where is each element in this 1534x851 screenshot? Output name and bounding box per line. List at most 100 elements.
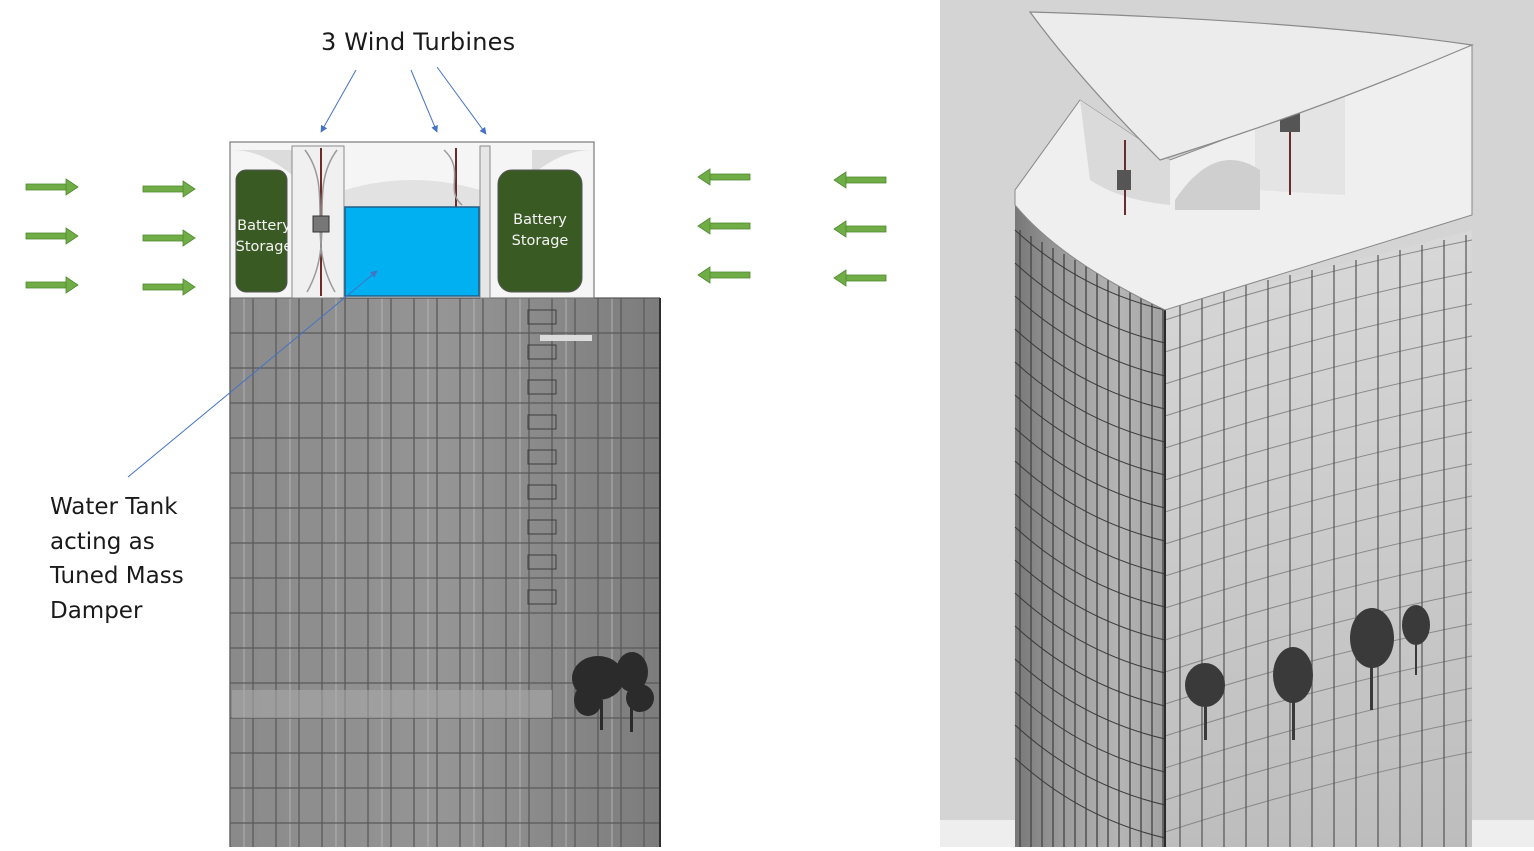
curved-floor-line xyxy=(1014,262,1166,344)
curved-floor-line xyxy=(1014,625,1166,707)
tower-perspective xyxy=(940,0,1534,847)
wind-arrow-head xyxy=(697,266,711,284)
tower-curved-face xyxy=(1015,205,1165,847)
wind-arrow-left xyxy=(833,220,887,238)
wind-arrow-shaft xyxy=(142,234,186,242)
battery-storage-left xyxy=(235,169,288,293)
tank-label-line-1: Water Tank xyxy=(50,494,178,520)
balcony-railing xyxy=(527,484,557,500)
balcony-railing xyxy=(527,344,557,360)
tower-section-face xyxy=(1165,230,1472,847)
section-floor-slab xyxy=(1164,271,1473,353)
wind-arrow-head xyxy=(182,180,196,198)
wind-arrows xyxy=(25,168,887,296)
wind-arrow-shaft xyxy=(843,176,887,184)
tank-label-line-2: acting as xyxy=(50,528,155,555)
wind-arrow-head xyxy=(65,276,79,294)
wind-arrow-head xyxy=(182,278,196,296)
curved-floor-line xyxy=(1014,658,1166,740)
water-tank xyxy=(344,206,480,297)
balcony-railing xyxy=(527,449,557,465)
curved-floor-line xyxy=(1014,394,1166,476)
curved-floor-line xyxy=(1014,559,1166,641)
roof-arch-left xyxy=(232,150,292,175)
roof-arch-right xyxy=(532,150,592,175)
battery-right-line-2: Storage xyxy=(511,233,569,249)
wind-arrow-head xyxy=(833,269,847,287)
wind-arrow-shaft xyxy=(843,274,887,282)
wind-arrow-right xyxy=(25,276,79,294)
section-floor-slab xyxy=(1164,591,1473,673)
battery-left-line-1: Battery xyxy=(237,218,291,234)
turbine-middle xyxy=(443,148,463,210)
section-floor-slab xyxy=(1164,719,1473,801)
wind-arrow-left xyxy=(697,217,751,235)
turbine-generator-left xyxy=(1117,170,1131,190)
curved-floor-line xyxy=(1014,460,1166,542)
curved-floor-line xyxy=(1014,427,1166,509)
curved-floor-line xyxy=(1014,229,1166,311)
balcony-railing xyxy=(527,589,557,605)
facade-band xyxy=(232,690,552,718)
wind-arrow-head xyxy=(833,171,847,189)
curved-floor-line xyxy=(1014,526,1166,608)
wind-arrow-shaft xyxy=(707,271,751,279)
facade-grid xyxy=(229,297,661,847)
wind-arrow-left xyxy=(833,269,887,287)
wind-arrow-head xyxy=(697,217,711,235)
wind-arrow-shaft xyxy=(843,225,887,233)
tree-cluster-left xyxy=(572,652,654,732)
section-floor-slab xyxy=(1164,559,1473,641)
balcony-railing xyxy=(527,309,557,325)
balcony-railing xyxy=(527,519,557,535)
wind-arrow-left xyxy=(833,171,887,189)
wind-arrow-shaft xyxy=(142,185,186,193)
wind-arrow-right xyxy=(142,229,196,247)
wind-arrow-right xyxy=(142,278,196,296)
glass-facade xyxy=(230,298,660,847)
battery-storage-right-label: Battery Storage xyxy=(500,210,580,252)
section-floor-slab xyxy=(1164,687,1473,769)
section-floor-slab xyxy=(1164,239,1473,321)
wind-arrow-head xyxy=(697,168,711,186)
roof-slab xyxy=(1028,11,1475,161)
curved-floor-line xyxy=(1014,757,1166,839)
wind-arrow-shaft xyxy=(25,183,69,191)
wind-arrow-head xyxy=(65,178,79,196)
wind-arrow-right xyxy=(142,180,196,198)
section-floor-slab xyxy=(1164,335,1473,417)
callout-turbine-right xyxy=(436,66,487,135)
turbine-right xyxy=(479,145,491,299)
curved-floor-line xyxy=(1014,691,1166,773)
section-floor-slab xyxy=(1164,303,1473,385)
battery-storage-right xyxy=(497,169,583,293)
balcony-detail xyxy=(540,335,592,341)
section-floor-slab xyxy=(1164,527,1473,609)
wind-arrow-shaft xyxy=(142,283,186,291)
battery-right-line-1: Battery xyxy=(513,212,567,228)
section-floor-slab xyxy=(1164,751,1473,833)
curved-floor-line xyxy=(1014,592,1166,674)
wind-arrow-head xyxy=(182,229,196,247)
water-tank-label: Water Tank acting as Tuned Mass Damper xyxy=(50,490,250,628)
rooftop-dome xyxy=(345,180,480,210)
balcony-railing xyxy=(527,379,557,395)
balcony-railing xyxy=(527,554,557,570)
tank-label-line-3: Tuned Mass xyxy=(50,563,184,589)
perspective-grid xyxy=(1014,229,1473,847)
curved-floor-line xyxy=(1014,328,1166,410)
wind-arrow-shaft xyxy=(707,222,751,230)
wind-arrow-left xyxy=(697,168,751,186)
callout-turbine-left xyxy=(320,69,357,133)
wind-turbines-label: 3 Wind Turbines xyxy=(321,28,516,56)
wind-arrow-head xyxy=(65,227,79,245)
tree-cluster-right xyxy=(1185,605,1430,740)
tank-label-line-4: Damper xyxy=(50,597,143,624)
wind-arrow-shaft xyxy=(25,232,69,240)
wind-arrow-shaft xyxy=(707,173,751,181)
section-floor-slab xyxy=(1164,367,1473,449)
callout-water-tank xyxy=(127,270,378,478)
roof-dome xyxy=(1175,160,1260,210)
